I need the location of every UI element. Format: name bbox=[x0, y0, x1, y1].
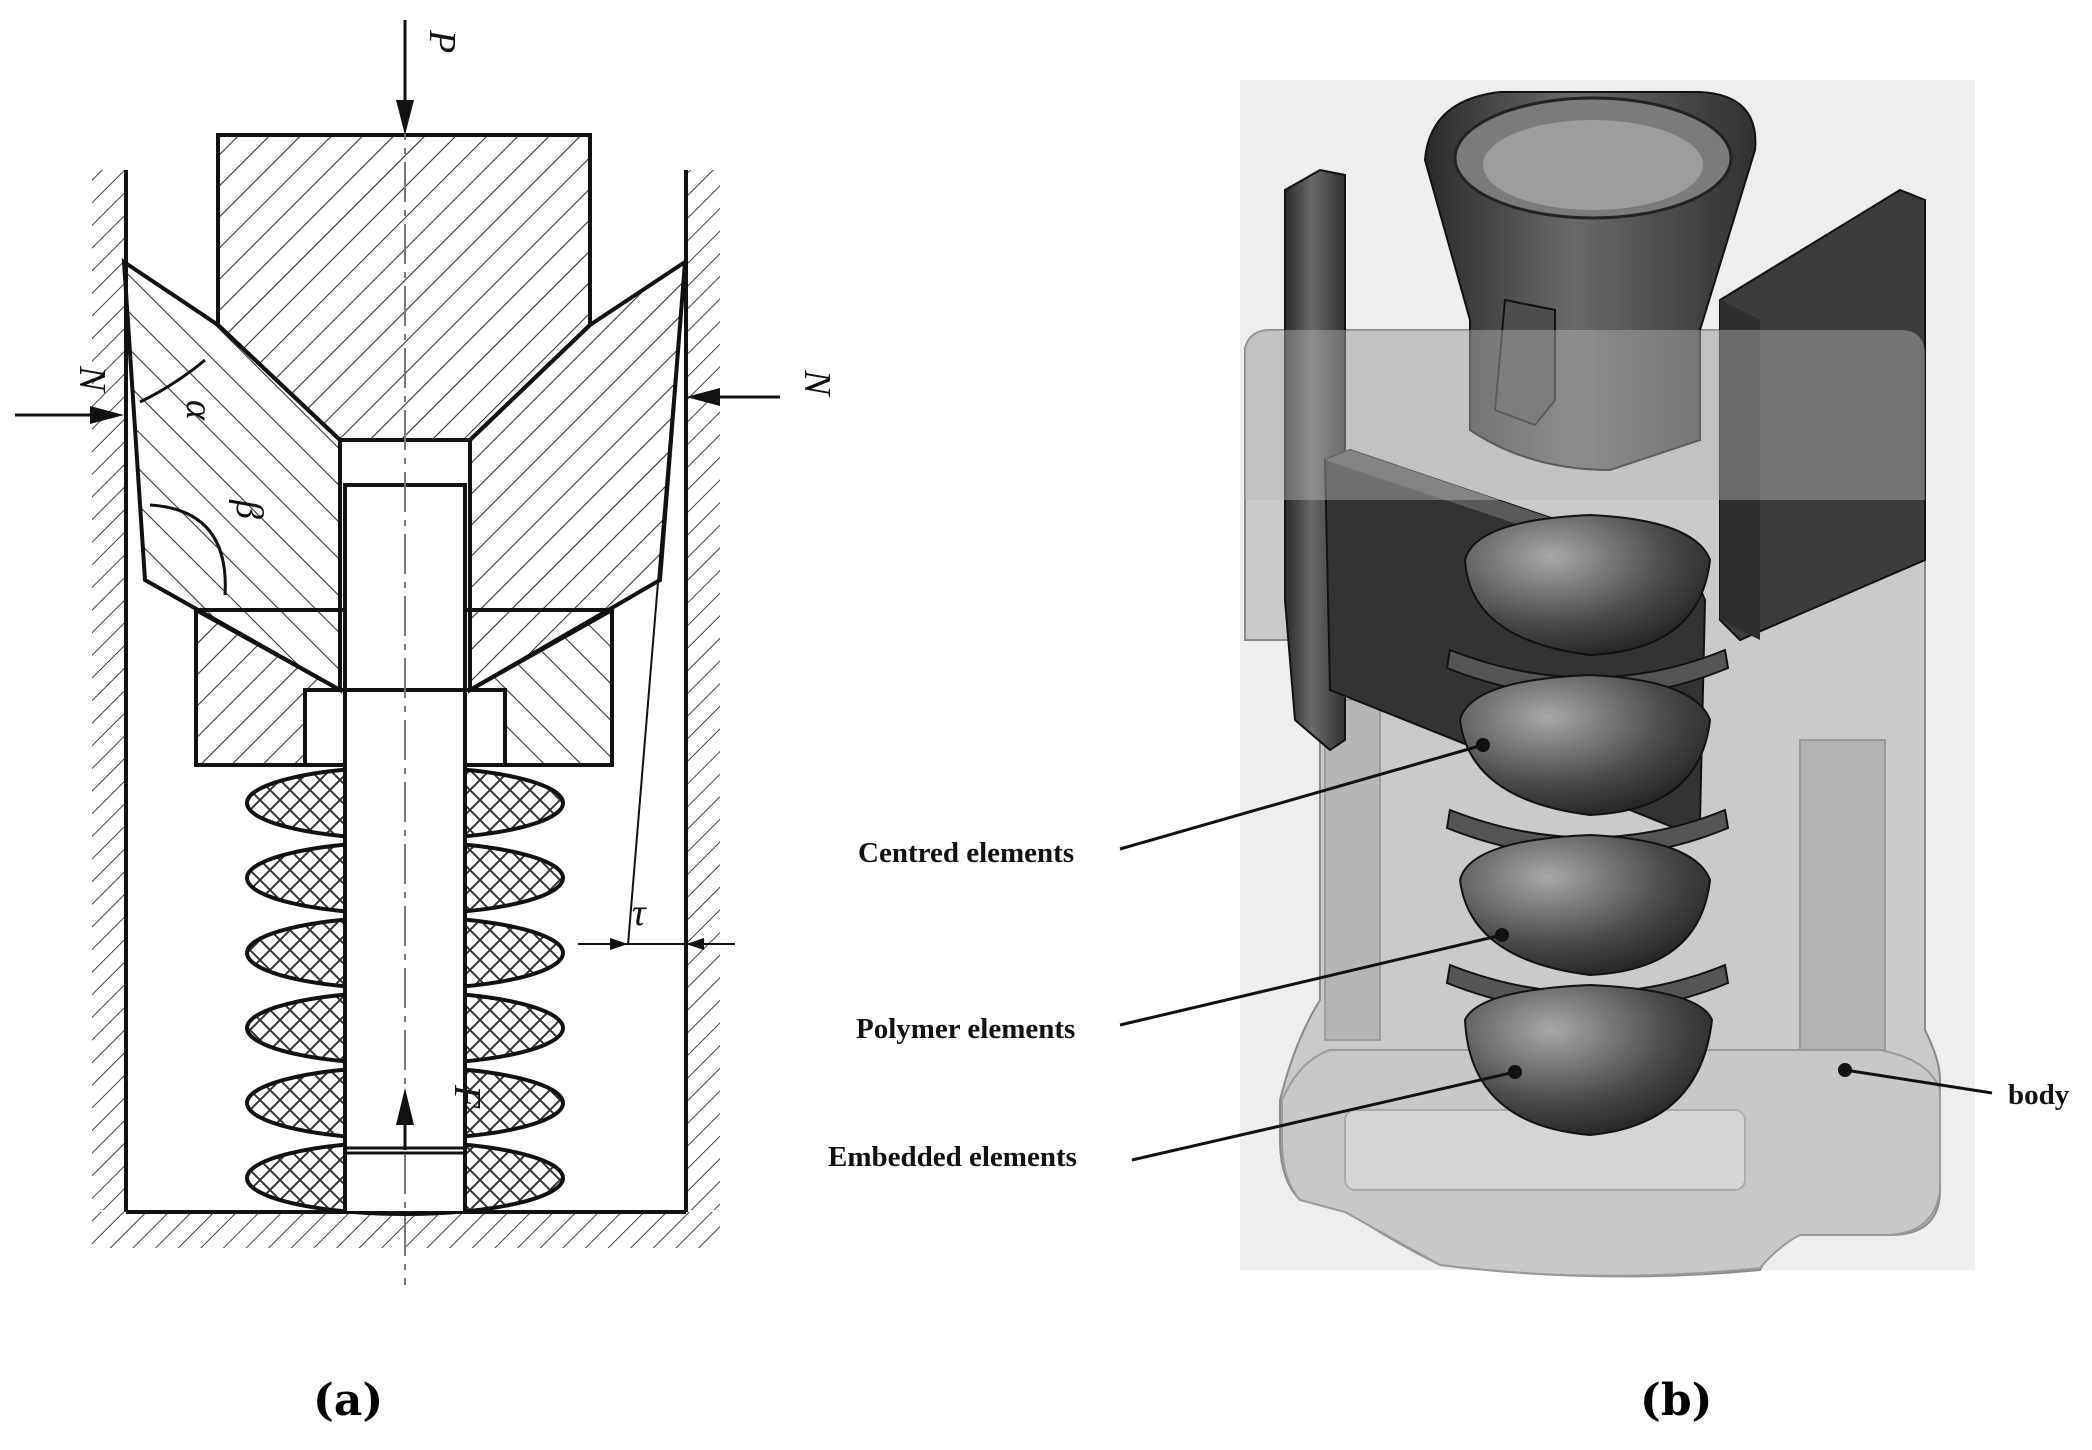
panel-b-render: Centred elements Polymer elements Embedd… bbox=[828, 80, 2070, 1426]
ball-4 bbox=[1463, 983, 1714, 1137]
load-symbol-p: P bbox=[421, 29, 463, 53]
caption-b: (b) bbox=[1640, 1375, 1712, 1426]
right-wall-hatch bbox=[686, 170, 720, 1210]
angle-beta-symbol: β bbox=[228, 499, 270, 519]
normal-right-arrow-head bbox=[686, 388, 720, 406]
angle-alpha-arc bbox=[139, 358, 206, 404]
label-body: body bbox=[2008, 1079, 2070, 1111]
ball-3 bbox=[1458, 833, 1712, 977]
ball-1 bbox=[1463, 513, 1712, 657]
body-top-band bbox=[1245, 330, 1925, 500]
ball-2 bbox=[1458, 673, 1712, 817]
panel-a-drawing: P N N α β τ F (a) bbox=[15, 20, 838, 1426]
right-wedge bbox=[468, 258, 688, 694]
normal-left-symbol: N bbox=[71, 365, 113, 394]
angle-alpha-symbol: α bbox=[178, 400, 220, 421]
element-stack bbox=[1445, 513, 1730, 1137]
caption-a: (a) bbox=[313, 1375, 383, 1426]
body-right-column bbox=[1799, 739, 1886, 1051]
angle-beta-arc bbox=[149, 503, 227, 596]
force-f-symbol: F bbox=[446, 1084, 488, 1109]
left-wedge bbox=[121, 258, 342, 694]
cup-tab bbox=[1493, 298, 1556, 427]
tau-guide-line bbox=[627, 279, 684, 946]
tau-arrow-right bbox=[686, 938, 704, 950]
tau-arrow-left bbox=[610, 938, 628, 950]
top-frame-right-face bbox=[1720, 300, 1760, 640]
left-wall-hatch bbox=[92, 170, 126, 1210]
normal-right-symbol: N bbox=[796, 369, 838, 398]
normal-left-arrow-head bbox=[90, 406, 124, 424]
label-polymer-elements: Polymer elements bbox=[856, 1013, 1075, 1045]
tau-symbol: τ bbox=[632, 892, 647, 934]
load-arrow-head bbox=[396, 100, 414, 135]
leaders bbox=[1119, 738, 1993, 1162]
body-left-column bbox=[1324, 699, 1381, 1041]
label-embedded-elements: Embedded elements bbox=[828, 1141, 1077, 1173]
cup-opening-inner bbox=[1483, 120, 1703, 210]
force-f-arrow bbox=[396, 1088, 414, 1125]
label-centred-elements: Centred elements bbox=[858, 837, 1074, 869]
elastic-stack bbox=[245, 765, 565, 1216]
